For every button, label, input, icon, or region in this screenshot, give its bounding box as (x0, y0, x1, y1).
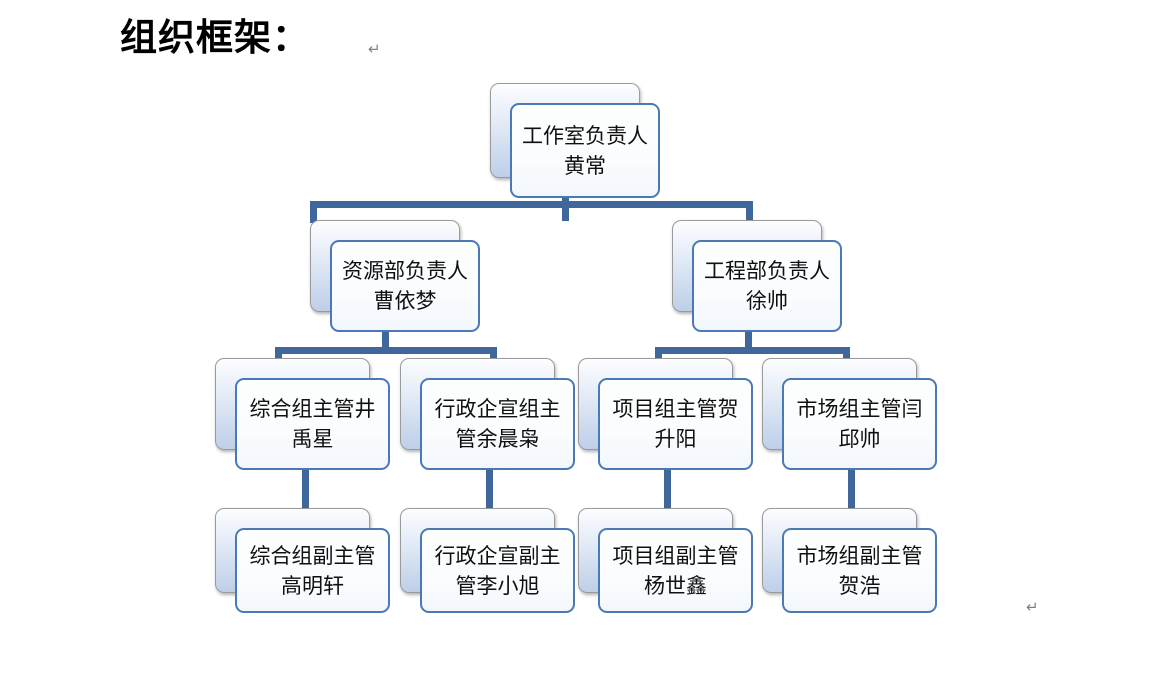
org-node-admin-pr-group-deputy[interactable]: 行政企宣副主管李小旭 (400, 508, 575, 613)
org-node-market-group-deputy[interactable]: 市场组副主管贺浩 (762, 508, 937, 613)
org-node-general-group-head[interactable]: 综合组主管井禹星 (215, 358, 390, 470)
org-node-project-group-deputy[interactable]: 项目组副主管杨世鑫 (578, 508, 753, 613)
connector-drop-resource-dept (310, 201, 317, 223)
org-node-label: 行政企宣副主管李小旭 (434, 543, 561, 598)
connector-project-group-to-deputy (664, 466, 671, 511)
connector-admin-pr-group-to-deputy (486, 466, 493, 511)
page-title: 组织框架： (120, 18, 310, 59)
org-node-label: 市场组主管闫邱帅 (796, 397, 923, 451)
connector-market-group-to-deputy (848, 466, 855, 511)
node-front-plate: 资源部负责人曹依梦 (330, 240, 480, 332)
org-node-resource-dept-lead[interactable]: 资源部负责人曹依梦 (310, 220, 480, 332)
org-node-label: 综合组主管井禹星 (249, 397, 376, 451)
node-front-plate: 工作室负责人黄常 (510, 103, 660, 198)
org-node-studio-lead[interactable]: 工作室负责人黄常 (490, 83, 660, 198)
paragraph-mark-icon: ↵ (1026, 598, 1039, 616)
org-node-engineering-dept-lead[interactable]: 工程部负责人徐帅 (672, 220, 842, 332)
connector-drop-engineering-dept (746, 201, 753, 223)
connector-resource-stem (382, 328, 389, 348)
connector-level1-bar (310, 201, 753, 208)
org-node-label: 项目组主管贺升阳 (612, 397, 739, 451)
paragraph-mark-icon: ↵ (368, 40, 381, 58)
connector-general-group-to-deputy (302, 466, 309, 511)
org-node-label: 工程部负责人徐帅 (704, 259, 830, 313)
org-node-label: 市场组副主管贺浩 (796, 543, 923, 598)
org-node-general-group-deputy[interactable]: 综合组副主管高明轩 (215, 508, 390, 613)
node-front-plate: 市场组主管闫邱帅 (782, 378, 937, 470)
org-node-admin-pr-group-head[interactable]: 行政企宣组主管余晨枭 (400, 358, 575, 470)
org-node-market-group-head[interactable]: 市场组主管闫邱帅 (762, 358, 937, 470)
org-node-label: 项目组副主管杨世鑫 (612, 543, 739, 598)
org-node-label: 行政企宣组主管余晨枭 (434, 397, 561, 451)
org-node-label: 工作室负责人黄常 (522, 123, 648, 178)
node-front-plate: 市场组副主管贺浩 (782, 528, 937, 613)
node-front-plate: 项目组副主管杨世鑫 (598, 528, 753, 613)
connector-root-stem (562, 195, 569, 221)
node-front-plate: 行政企宣副主管李小旭 (420, 528, 575, 613)
node-front-plate: 综合组副主管高明轩 (235, 528, 390, 613)
org-node-project-group-head[interactable]: 项目组主管贺升阳 (578, 358, 753, 470)
connector-engineering-bar (655, 347, 850, 354)
node-front-plate: 项目组主管贺升阳 (598, 378, 753, 470)
connector-engineering-stem (745, 328, 752, 348)
node-front-plate: 行政企宣组主管余晨枭 (420, 378, 575, 470)
node-front-plate: 工程部负责人徐帅 (692, 240, 842, 332)
node-front-plate: 综合组主管井禹星 (235, 378, 390, 470)
connector-resource-bar (275, 347, 497, 354)
org-node-label: 综合组副主管高明轩 (249, 543, 376, 598)
org-node-label: 资源部负责人曹依梦 (342, 259, 468, 313)
